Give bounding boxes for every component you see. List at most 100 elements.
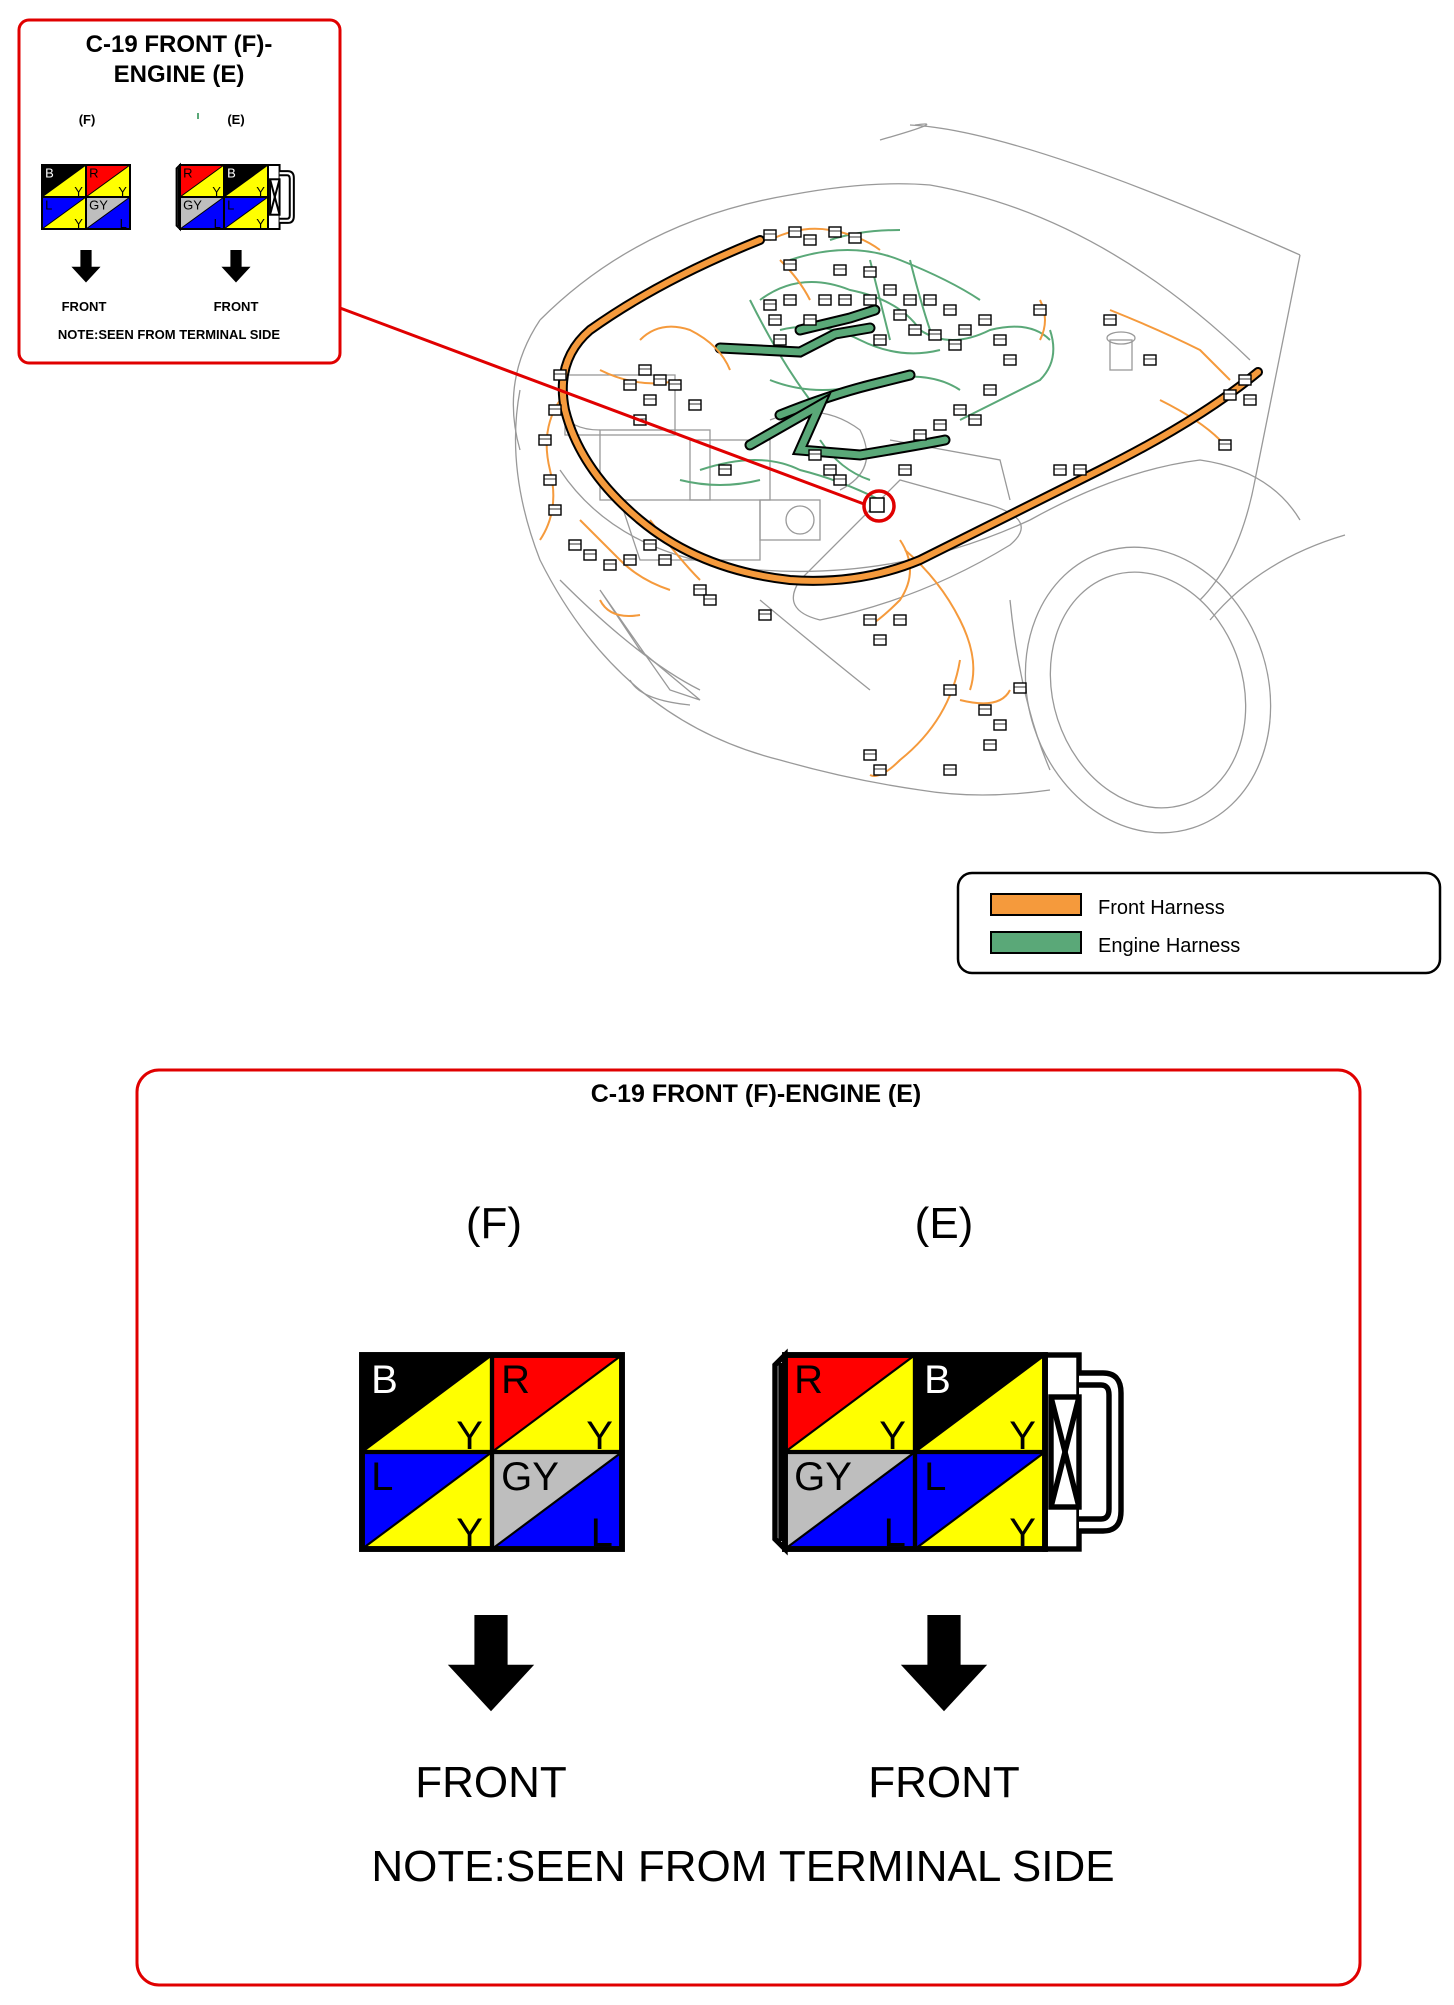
harness-connector [828, 226, 842, 238]
harness-connector [543, 474, 557, 486]
engine-harness-trunk [714, 304, 951, 461]
small-e-pin-2: BY [223, 164, 269, 199]
engine-harness-wires [679, 229, 1055, 501]
front-harness-swatch [990, 893, 1082, 916]
harness-connector [983, 739, 997, 751]
harness-connector [873, 334, 887, 346]
detail-f-label: (F) [466, 1199, 522, 1248]
harness-connector [893, 614, 907, 626]
connector-lock-x-icon [1048, 1394, 1082, 1510]
harness-connector [838, 294, 852, 306]
harness-connectors [538, 226, 1257, 776]
small-f-label: (F) [79, 112, 96, 127]
harness-connector [923, 294, 937, 306]
harness-connector [983, 384, 997, 396]
harness-connector [1013, 682, 1027, 694]
harness-connector [883, 284, 897, 296]
detail-f-pin-4-bottom-label: L [591, 1511, 613, 1555]
small-e-pin-4-top-label: L [227, 197, 234, 212]
harness-connector [693, 584, 707, 596]
harness-connector [863, 614, 877, 626]
harness-connector [1238, 374, 1252, 386]
harness-connector [1003, 354, 1017, 366]
small-callout-title-line2: ENGINE (E) [114, 61, 245, 88]
harness-connector [863, 294, 877, 306]
small-f-pin-3-bottom-label: Y [74, 216, 83, 231]
car-illustration [512, 123, 1346, 834]
small-e-pin-1-top-label: R [183, 165, 192, 180]
harness-connector [1223, 389, 1237, 401]
small-e-pin-1: RY [179, 164, 225, 199]
harness-connector [768, 314, 782, 326]
detail-e-pin-3-bottom-label: L [884, 1511, 906, 1555]
detail-e-pin-1: RY [784, 1354, 916, 1458]
small-e-pin-3-top-label: GY [183, 197, 202, 212]
harness-connector [1103, 314, 1117, 326]
detail-f-pin-2-top-label: R [501, 1358, 530, 1402]
harness-connector [548, 404, 562, 416]
harness-connector [978, 314, 992, 326]
engine-harness-swatch [990, 931, 1082, 954]
small-green-tick [197, 113, 199, 119]
callout-pointer [339, 306, 896, 523]
harness-connector [703, 594, 717, 606]
small-f-front-label: FRONT [62, 299, 107, 314]
front-harness-wires [539, 227, 1231, 777]
harness-connector [968, 414, 982, 426]
small-callout-box: C-19 FRONT (F)- ENGINE (E) (F) (E) BYRYL… [17, 18, 342, 365]
small-callout-title-line1: C-19 FRONT (F)- [86, 31, 273, 58]
harness-connector [873, 764, 887, 776]
small-f-pin-3-top-label: L [45, 197, 52, 212]
harness-connector [898, 464, 912, 476]
harness-connector [863, 266, 877, 278]
harness-connector [1073, 464, 1087, 476]
harness-legend: Front Harness Engine Harness [956, 871, 1442, 975]
harness-connector [958, 324, 972, 336]
harness-connector [1143, 354, 1157, 366]
front-harness-label: Front Harness [1098, 897, 1225, 919]
harness-connector [948, 339, 962, 351]
harness-connector [548, 504, 562, 516]
detail-f-pin-2: RY [491, 1354, 623, 1458]
harness-connector [848, 232, 862, 244]
detail-f-pin-1: BY [361, 1354, 493, 1458]
small-f-pin-1-bottom-label: Y [74, 184, 83, 199]
harness-connector [718, 464, 732, 476]
small-f-pin-4: GYL [85, 196, 131, 231]
harness-connector [623, 554, 637, 566]
harness-connector [758, 609, 772, 621]
harness-connector [913, 429, 927, 441]
harness-connector [638, 364, 652, 376]
small-f-pin-1-top-label: B [45, 165, 54, 180]
engine-harness-label: Engine Harness [1098, 935, 1240, 957]
harness-connector [653, 374, 667, 386]
harness-connector [788, 226, 802, 238]
detail-e-pin-3-top-label: GY [794, 1455, 852, 1499]
detail-e-pin-1-top-label: R [794, 1358, 823, 1402]
small-e-pin-3: GYL [179, 196, 225, 231]
harness-connector [863, 749, 877, 761]
harness-connector [643, 394, 657, 406]
harness-connector [763, 299, 777, 311]
harness-connector [903, 294, 917, 306]
small-f-pin-3: LY [41, 196, 87, 231]
harness-connector [583, 549, 597, 561]
harness-connector [623, 379, 637, 391]
harness-connector [943, 304, 957, 316]
small-f-pin-1: BY [41, 164, 87, 199]
small-e-front-label: FRONT [214, 299, 259, 314]
detail-callout-box: C-19 FRONT (F)-ENGINE (E) (F) (E) BYRYLY… [135, 1068, 1362, 1987]
harness-connector [908, 324, 922, 336]
small-e-label: (E) [227, 112, 244, 127]
harness-connector [568, 539, 582, 551]
harness-connector [893, 309, 907, 321]
harness-connector [808, 449, 822, 461]
detail-e-pin-3: GY L [784, 1451, 916, 1555]
harness-connector [538, 434, 552, 446]
harness-connector [773, 334, 787, 346]
